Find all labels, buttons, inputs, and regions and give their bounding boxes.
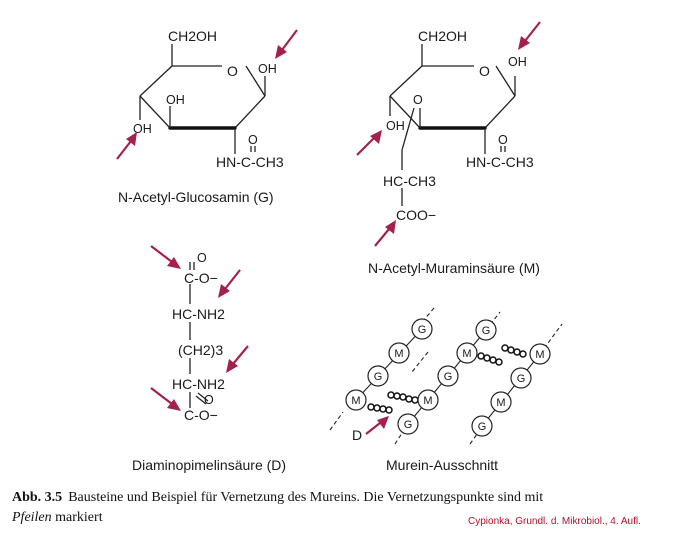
node-m-label: M: [535, 349, 544, 361]
arrow-muramin-oh-left: [356, 130, 382, 156]
muramin-name: N-Acetyl-Muraminsäure (M): [368, 260, 540, 276]
muramin-structure: CH2OH O OH O OH O HN-C-CH3 HC-CH3 COO− N…: [368, 28, 540, 276]
glucosamin-name: N-Acetyl-Glucosamin (G): [118, 189, 274, 205]
murein-name: Murein-Ausschnitt: [386, 457, 498, 473]
dap-methylene-chain: (CH2)3: [178, 342, 223, 358]
arrow-glucosamin-oh-right: [275, 29, 298, 59]
murein-node-m: M: [456, 342, 478, 364]
peptide-bridge: [387, 391, 419, 404]
node-g-label: G: [404, 419, 413, 431]
glucosamin-carbonyl-oxygen: O: [248, 133, 258, 147]
source-credit: Cypionka, Grundl. d. Mikrobiol., 4. Aufl…: [468, 516, 641, 527]
dap-bottom-carboxylate: C-O−: [184, 407, 218, 423]
murein-node-m: M: [529, 343, 551, 365]
caption-italic-word: Pfeilen: [12, 510, 52, 525]
crosslink-arrows: [116, 21, 541, 435]
murein-node-m: M: [345, 389, 367, 411]
glucosamin-ch2oh: CH2OH: [168, 28, 217, 44]
peptide-bridge: [367, 403, 393, 414]
node-g-label: G: [478, 421, 487, 433]
arrow-glucosamin-oh-left: [116, 132, 137, 160]
murein-node-g: G: [437, 365, 459, 387]
figure-caption: Abb. 3.5 Bausteine und Beispiel für Verne…: [12, 488, 674, 528]
glycan-strand: [355, 328, 423, 401]
murein-node-g: G: [397, 413, 419, 435]
glucosamin-acetamido: HN-C-CH3: [216, 154, 284, 170]
muramin-carbonyl-oxygen: O: [498, 133, 508, 147]
chain-end-dash: [329, 411, 344, 431]
chain-end-dash: [411, 351, 429, 373]
murein-node-g: G: [475, 319, 497, 341]
arrow-dap-top-carboxyl: [150, 245, 181, 269]
muramin-ch2oh: CH2OH: [418, 28, 467, 44]
muramin-ring-oxygen: O: [479, 63, 490, 79]
peptide-bridge: [501, 344, 527, 358]
arrow-muramin-carboxylate: [374, 220, 396, 247]
glucosamin-oh-mid: OH: [166, 93, 185, 107]
caption-figure-number: Abb. 3.5: [12, 490, 63, 505]
muramin-acetamido: HN-C-CH3: [466, 154, 534, 170]
arrow-muramin-oh-right: [518, 21, 541, 50]
node-g-label: G: [418, 324, 427, 336]
muramin-carboxylate: COO−: [396, 207, 436, 223]
murein-node-g: G: [471, 415, 493, 437]
caption-text: Bausteine und Beispiel für Vernetzung de…: [68, 490, 544, 505]
node-m-label: M: [423, 395, 432, 407]
muramin-oh-left: OH: [386, 119, 405, 133]
peptide-bridge: [477, 352, 503, 366]
node-g-label: G: [482, 325, 491, 337]
dap-top-carboxylate: C-O−: [184, 270, 218, 286]
dap-bottom-carbonyl-oxygen: O: [204, 393, 214, 407]
glucosamin-ring-oxygen: O: [227, 63, 238, 79]
murein-node-m: M: [417, 389, 439, 411]
arrow-dap-bottom-amino: [226, 345, 249, 373]
murein-node-m: M: [388, 342, 410, 364]
murein-node-g: G: [411, 318, 433, 340]
muramin-oh-right: OH: [508, 55, 527, 69]
murein-node-m: M: [490, 391, 512, 413]
node-m-label: M: [394, 348, 403, 360]
node-g-label: G: [374, 371, 383, 383]
chain-end-dash: [394, 429, 405, 445]
glycan-strand: [481, 353, 541, 427]
glucosamin-oh-right: OH: [258, 62, 277, 76]
chain-end-dash: [539, 323, 563, 355]
muramin-ether-oxygen: O: [413, 93, 423, 107]
arrow-dap-bottom-carboxyl: [150, 387, 181, 411]
arrow-dap-top-amino: [218, 269, 241, 298]
dap-bottom-amino: HC-NH2: [172, 376, 225, 392]
node-g-label: G: [444, 371, 453, 383]
murein-node-g: G: [367, 365, 389, 387]
caption-text-end: markiert: [51, 510, 103, 525]
muramin-lactyl: HC-CH3: [383, 173, 436, 189]
arrow-murein-d: [365, 416, 389, 435]
node-m-label: M: [496, 397, 505, 409]
diaminopimelin-name: Diaminopimelinsäure (D): [132, 457, 286, 473]
murein-network: G M G M G M G M G M G M G D Murein-Aussc…: [329, 307, 563, 473]
node-g-label: G: [517, 373, 526, 385]
glucosamin-structure: CH2OH O OH OH OH O HN-C-CH3 N-Acetyl-Glu…: [118, 28, 284, 205]
node-m-label: M: [462, 348, 471, 360]
node-m-label: M: [351, 395, 360, 407]
dap-top-carbonyl-oxygen: O: [197, 251, 207, 265]
murein-d-label: D: [352, 427, 362, 443]
glucosamin-oh-left: OH: [133, 122, 152, 136]
diaminopimelin-structure: O C-O− HC-NH2 (CH2)3 HC-NH2 O C-O− Diami…: [132, 251, 286, 473]
dap-top-amino: HC-NH2: [172, 306, 225, 322]
murein-node-g: G: [510, 367, 532, 389]
